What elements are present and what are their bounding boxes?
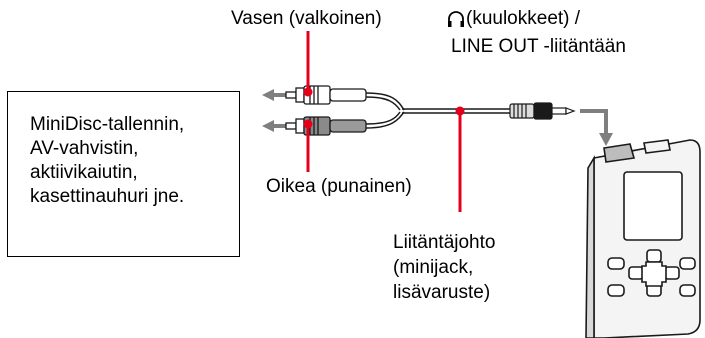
rca-plug-white xyxy=(285,85,367,105)
connect-arrow xyxy=(580,109,613,146)
cable-label-line2: (minijack, xyxy=(393,257,474,278)
audio-device-box: MiniDisc-tallennin, AV-vahvistin, aktiiv… xyxy=(7,91,240,257)
output-arrow-top xyxy=(262,89,287,101)
callout-cable xyxy=(455,106,465,212)
cable xyxy=(365,92,512,129)
rca-plug-red xyxy=(285,116,367,136)
cable-label-line1: Liitäntäjohto xyxy=(393,232,496,253)
output-arrow-bottom xyxy=(262,120,287,132)
headphone-out-label-line1: (kuulokkeet) / xyxy=(466,8,581,29)
callout-left-channel xyxy=(303,31,313,97)
cable-label-line3: lisävaruste) xyxy=(393,282,491,303)
audio-player-device xyxy=(585,139,701,338)
left-channel-label: Vasen (valkoinen) xyxy=(231,8,382,29)
headphone-icon xyxy=(448,11,464,27)
headphone-out-label-line2: LINE OUT -liitäntään xyxy=(451,36,626,57)
audio-device-list: MiniDisc-tallennin, AV-vahvistin, aktiiv… xyxy=(30,114,185,207)
callout-right-channel xyxy=(303,119,313,172)
right-channel-label: Oikea (punainen) xyxy=(266,176,412,197)
player-control-pad xyxy=(628,249,680,297)
minijack-plug xyxy=(509,102,576,120)
